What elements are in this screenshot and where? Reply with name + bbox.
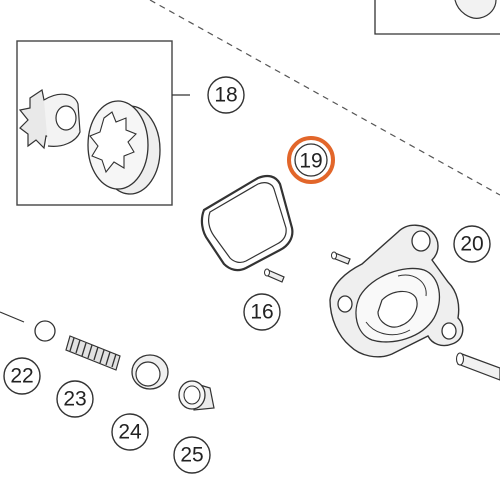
small-dowel-part xyxy=(331,251,351,265)
pin-part-right xyxy=(455,352,500,381)
o-ring-part xyxy=(0,311,56,342)
inset-box-top-right xyxy=(374,0,500,35)
callout-20-label: 20 xyxy=(460,233,483,256)
callout-25-label: 25 xyxy=(180,444,203,467)
oil-pump-cover-part xyxy=(329,224,464,358)
callout-19[interactable]: 19 xyxy=(287,136,335,184)
callout-23[interactable]: 23 xyxy=(56,380,94,418)
rotor-set-inset xyxy=(16,40,190,206)
callout-16-label: 16 xyxy=(250,301,273,324)
washer-part xyxy=(131,354,169,390)
outer-rotor-icon xyxy=(87,100,161,195)
highlight-ring xyxy=(287,136,335,184)
callout-22[interactable]: 22 xyxy=(3,357,41,395)
callout-18[interactable]: 18 xyxy=(207,76,245,114)
assembly-dashed-line xyxy=(149,0,500,196)
callout-20[interactable]: 20 xyxy=(453,225,491,263)
plug-part xyxy=(178,380,215,411)
callout-22-label: 22 xyxy=(10,365,33,388)
spring-part xyxy=(65,335,121,371)
callout-24-label: 24 xyxy=(118,421,142,444)
callout-24[interactable]: 24 xyxy=(111,413,149,451)
callout-18-label: 18 xyxy=(214,84,237,107)
callout-16[interactable]: 16 xyxy=(243,293,281,331)
inner-rotor-icon xyxy=(18,89,81,150)
dowel-pin-part xyxy=(264,268,285,283)
callout-23-label: 23 xyxy=(63,388,86,411)
callout-25[interactable]: 25 xyxy=(173,436,211,474)
gasket-part xyxy=(200,174,294,272)
callout-19-label: 19 xyxy=(299,150,322,173)
